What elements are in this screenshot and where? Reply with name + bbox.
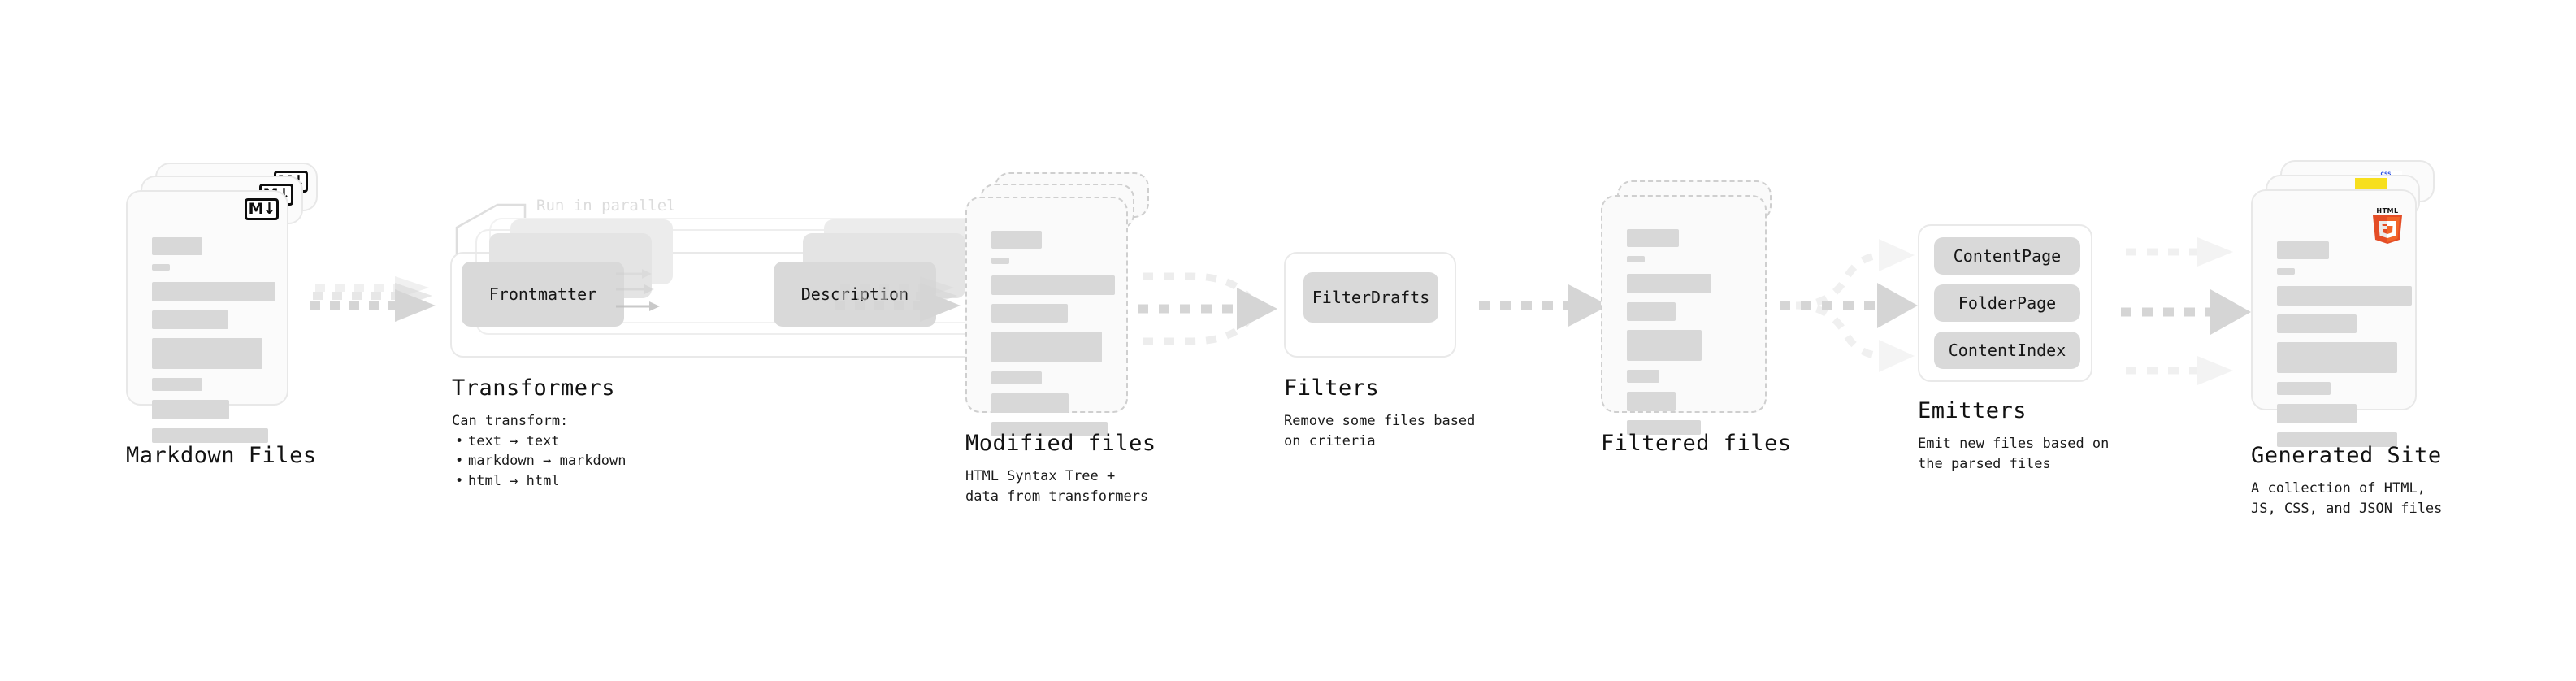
site-file-html [2251, 189, 2417, 447]
content-bar [2277, 342, 2397, 373]
emitters-title: Emitters [1918, 398, 2027, 423]
caption-filtered-files: Filtered files [1601, 431, 1792, 456]
transformer-chip-description[interactable]: Description [774, 262, 936, 327]
transformers-capability-list: text → text markdown → markdown html → h… [452, 432, 627, 492]
content-bar [1627, 330, 1702, 361]
content-bar [2277, 404, 2357, 423]
markdown-badge-front: M↓ [245, 198, 279, 220]
run-in-parallel-label: Run in parallel [536, 197, 676, 215]
filter-chip-filterdrafts[interactable]: FilterDrafts [1303, 272, 1438, 323]
subtitle-line: on criteria [1284, 432, 1376, 449]
content-bar [2277, 382, 2331, 395]
content-bar [152, 264, 170, 271]
content-bar [1627, 392, 1676, 411]
content-bar [152, 400, 229, 419]
content-bar [152, 237, 202, 255]
arrow-markdown-to-transformers [310, 276, 436, 322]
content-bar [991, 393, 1069, 413]
content-bar [991, 304, 1068, 323]
subtitle-line: data from transformers [965, 488, 1149, 505]
transformers-subtitle: Can transform: text → text markdown → ma… [452, 411, 626, 492]
subtitle-line: A collection of HTML, [2251, 480, 2426, 497]
arrow-modified-to-filters [1138, 272, 1277, 345]
capability-item: markdown → markdown [455, 451, 627, 471]
content-bar [1627, 370, 1659, 383]
generated-site-subtitle: A collection of HTML, JS, CSS, and JSON … [2251, 479, 2442, 518]
modified-files-subtitle: HTML Syntax Tree + data from transformer… [965, 466, 1156, 506]
caption-filters: Filters Remove some files based on crite… [1284, 375, 1475, 451]
caption-generated-site: Generated Site A collection of HTML, JS,… [2251, 443, 2442, 518]
content-bar [152, 378, 202, 391]
content-bar [1627, 420, 1701, 435]
content-bar [991, 422, 1108, 436]
arrow-filters-to-filtered [1479, 284, 1609, 327]
content-bar [2277, 241, 2329, 259]
emitters-group: ContentPage FolderPage ContentIndex [1918, 224, 2092, 382]
content-bar [152, 310, 228, 329]
transformers-title: Transformers [452, 375, 616, 401]
content-bar [152, 282, 275, 301]
arrow-emitters-to-site [2121, 237, 2251, 385]
subtitle-line: the parsed files [1918, 455, 2051, 472]
js-badge [2355, 178, 2387, 193]
filters-subtitle: Remove some files based on criteria [1284, 411, 1475, 451]
subtitle-line: Remove some files based [1284, 413, 1476, 429]
content-bar [2277, 432, 2397, 447]
caption-modified-files: Modified files HTML Syntax Tree + data f… [965, 431, 1156, 506]
transformer-chip-frontmatter[interactable]: Frontmatter [462, 262, 624, 327]
content-bar [152, 338, 262, 369]
content-bar [2277, 268, 2295, 275]
markdown-file-content [152, 237, 275, 452]
content-bar [991, 258, 1009, 264]
content-bar [991, 332, 1102, 362]
capability-item: text → text [455, 432, 626, 452]
content-bar [152, 428, 268, 443]
emitter-chip-contentindex[interactable]: ContentIndex [1934, 332, 2080, 369]
modified-file-front [965, 197, 1128, 436]
content-bar [2277, 314, 2357, 333]
caption-markdown-files: Markdown Files [126, 443, 317, 468]
markdown-file-front [126, 190, 288, 443]
content-bar [1627, 229, 1679, 247]
emitter-chip-folderpage[interactable]: FolderPage [1934, 284, 2080, 322]
subtitle-line: HTML Syntax Tree + [965, 468, 1116, 484]
content-bar [1627, 274, 1711, 293]
run-in-parallel-bracket [455, 203, 527, 254]
site-file-content [2277, 241, 2412, 456]
filtered-files-title: Filtered files [1601, 431, 1792, 456]
subtitle-line: JS, CSS, and JSON files [2251, 500, 2443, 517]
content-bar [991, 371, 1042, 384]
content-bar [991, 275, 1115, 295]
arrow-filtered-to-emitters [1780, 239, 1918, 372]
emitters-subtitle: Emit new files based on the parsed files [1918, 434, 2109, 474]
content-bar [991, 231, 1042, 249]
markdown-files-title: Markdown Files [126, 443, 317, 468]
arrow-transformers-to-modified [835, 276, 961, 322]
emitter-chip-contentpage[interactable]: ContentPage [1934, 237, 2080, 275]
html5-badge: HTML [2371, 207, 2404, 245]
generated-site-stack: CSS HTML [2251, 160, 2435, 447]
filtered-file-front [1601, 195, 1767, 435]
transformer-inner-arrows [616, 269, 660, 311]
capability-item: html → html [455, 471, 626, 492]
filtered-file-content [1627, 229, 1744, 444]
html5-badge-label: HTML [2376, 207, 2399, 215]
caption-emitters: Emitters Emit new files based on the par… [1918, 398, 2109, 474]
subtitle-line: Emit new files based on [1918, 436, 2110, 452]
filters-title: Filters [1284, 375, 1380, 401]
content-bar [2277, 286, 2412, 306]
caption-transformers: Transformers Can transform: text → text … [452, 375, 626, 492]
modified-file-content [991, 231, 1115, 445]
modified-files-title: Modified files [965, 431, 1156, 456]
transformer-group-front: Frontmatter Description [450, 219, 1019, 358]
content-bar [1627, 256, 1645, 262]
filters-group: FilterDrafts [1284, 252, 1456, 358]
content-bar [1627, 302, 1676, 321]
transformers-subtitle-heading: Can transform: [452, 413, 569, 429]
generated-site-title: Generated Site [2251, 443, 2442, 468]
